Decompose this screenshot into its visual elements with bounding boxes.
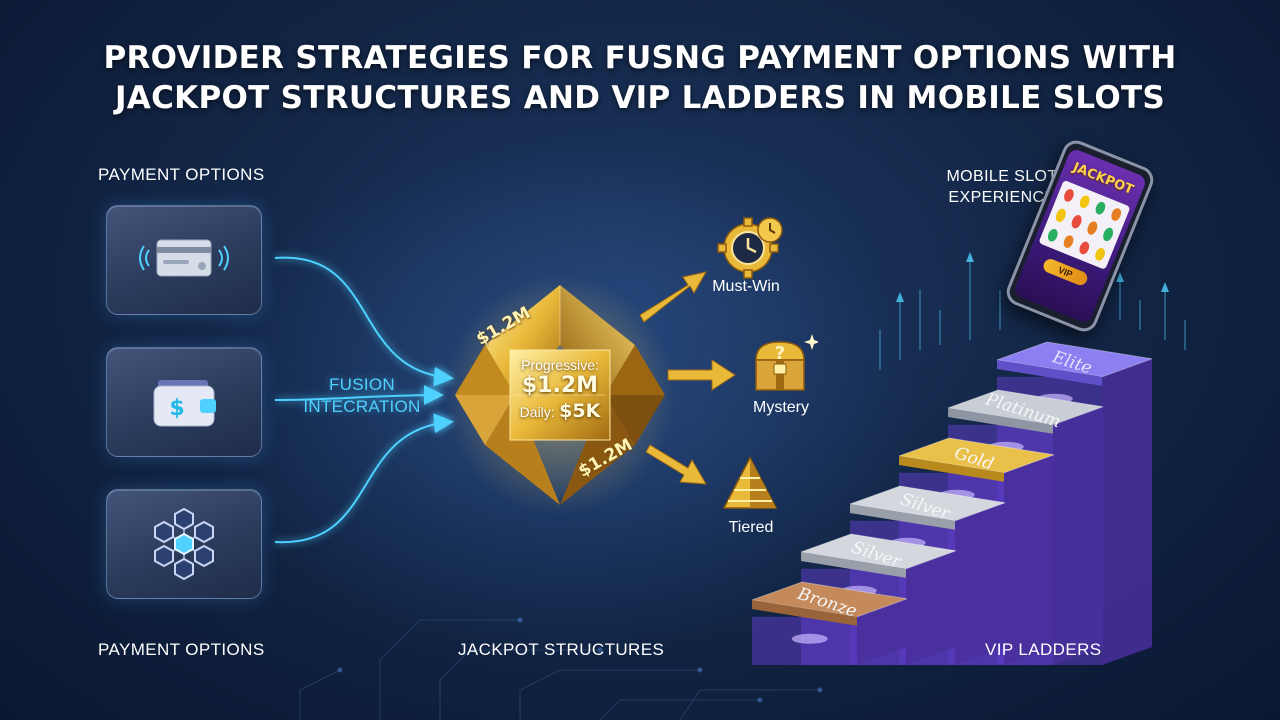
mobile-label-line-1: MOBILE SLOT <box>946 168 1058 185</box>
contactless-card-icon <box>139 239 229 277</box>
title-line-2: JACKPOT STRUCTURES AND VIP LADDERS IN MO… <box>114 80 1166 116</box>
fusion-integration-label: FUSION INTECRATION <box>300 374 424 418</box>
blockchain-hex-icon <box>154 507 214 581</box>
payment-options-top-label: PAYMENT OPTIONS <box>98 165 265 184</box>
fusion-line-2: INTECRATION <box>303 397 421 416</box>
mobile-label-line-2: EXPERIENCE <box>948 189 1056 206</box>
daily-label: Daily: <box>519 404 555 420</box>
fusion-line-1: FUSION <box>328 375 396 394</box>
svg-text:?: ? <box>775 343 785 364</box>
must-win-label: Must-Win <box>712 278 780 295</box>
payment-card-blockchain <box>106 489 262 599</box>
svg-text:$: $ <box>169 396 184 421</box>
payment-card-contactless <box>106 205 262 315</box>
wallet-dollar-icon: $ <box>153 380 216 427</box>
vip-step-bronze: Bronze <box>751 581 908 665</box>
vip-ladders-label: VIP LADDERS <box>985 640 1102 659</box>
jackpot-gem <box>445 275 675 515</box>
treasure-chest-icon: ? <box>755 334 818 391</box>
clock-gear-icon <box>717 217 783 279</box>
daily-value: $5K <box>559 400 601 422</box>
page-title: PROVIDER STRATEGIES FOR FUSNG PAYMENT OP… <box>0 38 1280 118</box>
mystery-label: Mystery <box>753 399 809 416</box>
progressive-label: Progressive: <box>521 357 599 373</box>
title-line-1: PROVIDER STRATEGIES FOR FUSNG PAYMENT OP… <box>103 40 1177 76</box>
payment-card-wallet: $ <box>106 347 262 457</box>
payment-options-bottom-label: PAYMENT OPTIONS <box>98 640 265 659</box>
pyramid-icon <box>722 456 778 509</box>
jackpot-structures-label: JACKPOT STRUCTURES <box>458 640 665 659</box>
progressive-value: $1.2M <box>521 373 599 398</box>
mobile-slot-label: MOBILE SLOT EXPERIENCE <box>922 166 1082 208</box>
tiered-label: Tiered <box>728 519 774 536</box>
gem-center-label: Progressive: $1.2M Daily: $5K <box>512 357 608 422</box>
